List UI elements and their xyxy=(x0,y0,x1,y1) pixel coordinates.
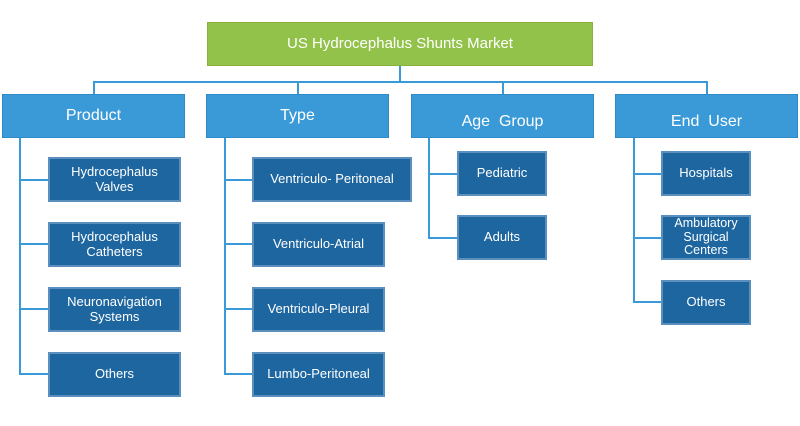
product-item-hydrocephalus-catheters: Hydrocephalus Catheters xyxy=(48,222,181,267)
category-age-group: Age Group xyxy=(411,94,594,138)
age-group-branch-2 xyxy=(428,237,458,239)
type-item-ventriculo-atrial: Ventriculo-Atrial xyxy=(252,222,385,267)
type-branch-2 xyxy=(224,243,253,245)
type-item-ventriculo-peritoneal: Ventriculo- Peritoneal xyxy=(252,157,412,202)
category-bus xyxy=(93,81,708,83)
type-drop xyxy=(297,81,299,94)
category-type: Type xyxy=(206,94,389,138)
end-user-item-others: Others xyxy=(661,280,751,325)
product-spine xyxy=(19,137,21,375)
product-item-neuronavigation-systems: Neuronavigation Systems xyxy=(48,287,181,332)
root-connector xyxy=(399,66,401,82)
product-item-others: Others xyxy=(48,352,181,397)
product-branch-2 xyxy=(19,243,49,245)
product-drop xyxy=(93,81,95,94)
end-user-spine xyxy=(633,137,635,303)
end-user-branch-3 xyxy=(633,301,662,303)
type-branch-1 xyxy=(224,179,253,181)
product-branch-1 xyxy=(19,179,49,181)
age-group-item-adults: Adults xyxy=(457,215,547,260)
type-spine xyxy=(224,137,226,375)
age-group-drop xyxy=(502,81,504,94)
end-user-drop xyxy=(706,81,708,94)
type-item-lumbo-peritoneal: Lumbo-Peritoneal xyxy=(252,352,385,397)
type-branch-4 xyxy=(224,373,253,375)
end-user-item-ambulatory-surgical-centers: Ambulatory Surgical Centers xyxy=(661,215,751,260)
product-branch-3 xyxy=(19,308,49,310)
root-node: US Hydrocephalus Shunts Market xyxy=(207,22,593,66)
age-group-branch-1 xyxy=(428,173,458,175)
end-user-item-hospitals: Hospitals xyxy=(661,151,751,196)
product-item-hydrocephalus-valves: Hydrocephalus Valves xyxy=(48,157,181,202)
type-item-ventriculo-pleural: Ventriculo-Pleural xyxy=(252,287,385,332)
category-product: Product xyxy=(2,94,185,138)
type-branch-3 xyxy=(224,308,253,310)
age-group-item-pediatric: Pediatric xyxy=(457,151,547,196)
end-user-branch-1 xyxy=(633,173,662,175)
age-group-spine xyxy=(428,137,430,239)
end-user-branch-2 xyxy=(633,237,662,239)
category-end-user: End User xyxy=(615,94,798,138)
product-branch-4 xyxy=(19,373,49,375)
